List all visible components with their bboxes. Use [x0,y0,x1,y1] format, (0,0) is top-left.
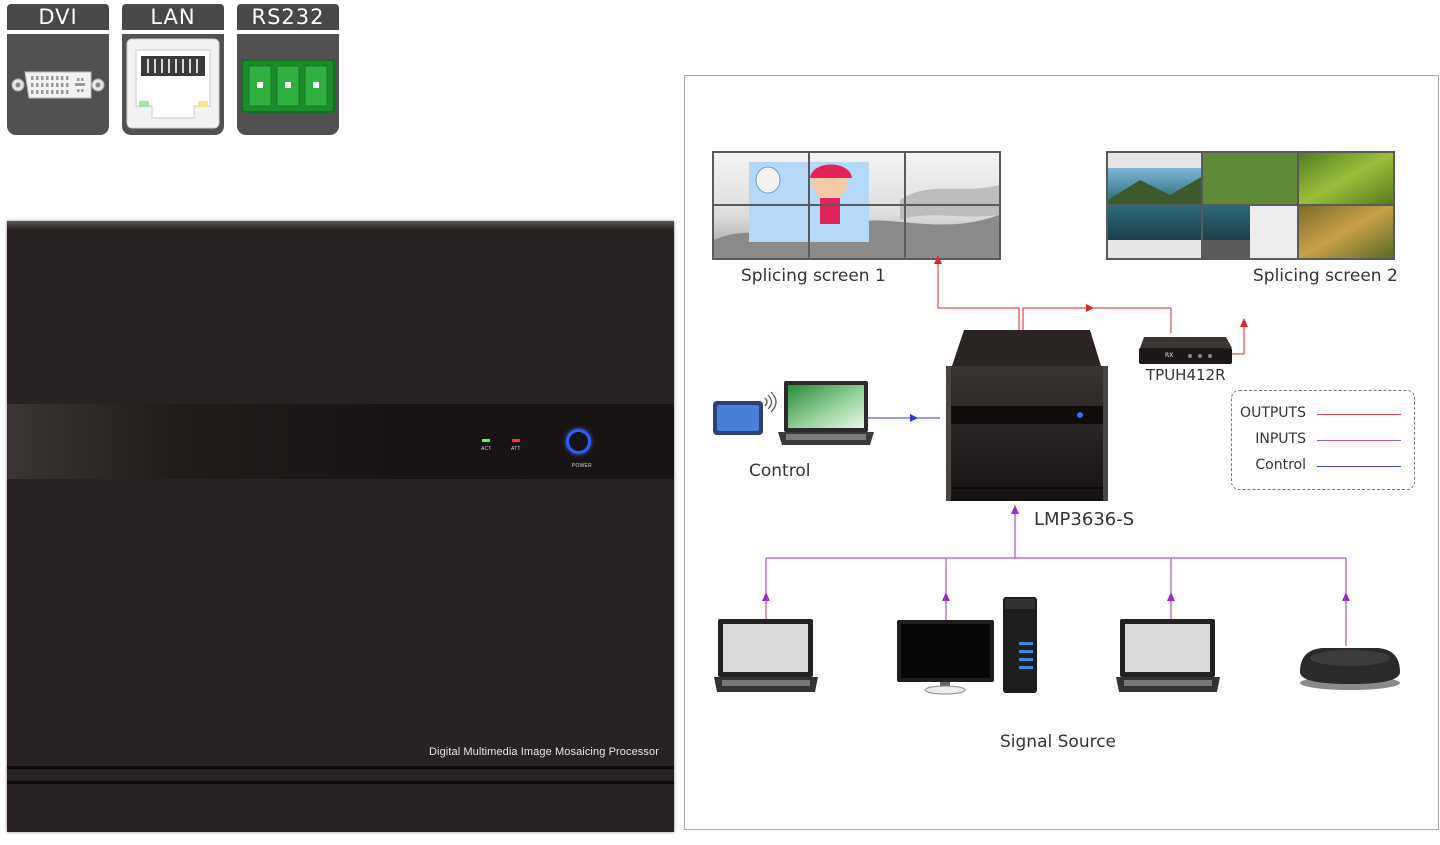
rs232-interface: RS232 [237,4,339,136]
input-connection-lines [765,505,1347,646]
input-arrow-icons [762,505,1350,601]
panel-groove-upper [7,766,674,769]
panel-control-band [7,404,674,479]
output-connection-lines [937,262,1245,355]
receiver-rx-tag: RX [1165,352,1174,359]
legend-inputs-label: INPUTS [1255,431,1306,447]
panel-groove-lower [7,781,674,784]
rs232-terminal-icon [237,34,339,135]
desktop-monitor-icon [897,620,994,695]
legend-control-line [1317,466,1401,467]
wifi-icon [764,391,777,413]
power-label: POWER [572,463,592,469]
output-arrow-icons [934,255,1248,327]
processor-front-panel: ACT ATT POWER Digital Multimedia Image M… [7,221,674,832]
act-led-label: ACT [481,446,492,452]
device-title: Digital Multimedia Image Mosaicing Proce… [429,746,659,758]
act-led-icon [482,439,490,442]
splicing-screen-1-icon [712,151,1001,260]
legend-outputs-line [1317,414,1401,415]
legend-box: OUTPUTS INPUTS Control [1231,390,1415,490]
lan-port-icon [122,34,224,135]
control-connection-line [868,414,940,422]
att-led-icon [512,439,520,442]
legend-outputs-label: OUTPUTS [1240,405,1306,421]
media-player-icon [1300,648,1400,690]
connection-diagram-frame [684,75,1439,830]
lan-label: LAN [122,4,224,30]
receiver-model-label: TPUH412R [1146,366,1226,384]
receiver-tpuh412r-icon [1139,337,1232,364]
processor-lmp3636-icon [946,330,1108,501]
source-laptop-2-icon [1116,619,1220,692]
lan-interface: LAN [122,4,224,136]
att-led-label: ATT [511,446,521,452]
rs232-label: RS232 [237,4,339,30]
desktop-tower-icon [1003,597,1037,693]
dvi-interface: DVI [7,4,109,136]
processor-model-label: LMP3636-S [1034,509,1135,530]
power-button[interactable] [566,429,591,454]
legend-inputs-line [1317,440,1401,441]
control-laptop-icon [778,381,874,445]
dvi-port-icon [7,34,109,135]
legend-control-label: Control [1255,457,1306,473]
source-laptop-1-icon [714,619,818,692]
dvi-label: DVI [7,4,109,30]
panel-top-edge [7,221,674,229]
signal-source-label: Signal Source [1000,732,1117,752]
splicing-screen-2-icon [1106,151,1395,260]
splicing-screen-2-label: Splicing screen 2 [1253,266,1398,286]
tablet-icon [713,401,763,435]
splicing-screen-1-label: Splicing screen 1 [741,266,886,286]
control-label: Control [749,461,811,481]
